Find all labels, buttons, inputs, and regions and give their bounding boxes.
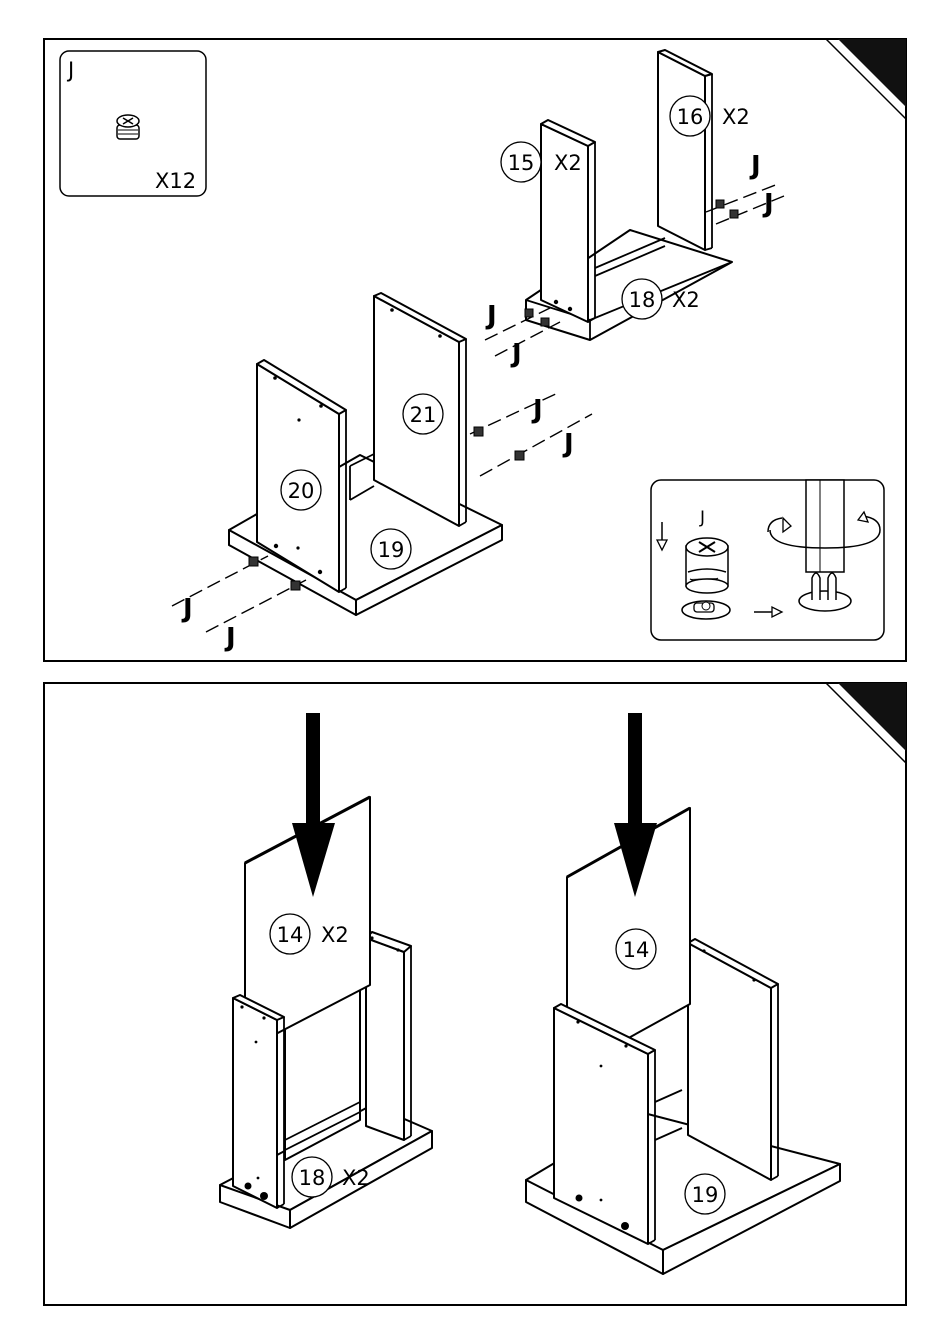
part-label-16: 16: [677, 105, 704, 129]
cam-fastener: [716, 200, 724, 208]
part-label-15: 15: [508, 151, 535, 175]
part-qty-14: X2: [321, 923, 349, 947]
dowel-hole-icon: [682, 601, 730, 619]
parts-box-part-label: J: [66, 58, 74, 82]
fastener-label-j: J: [562, 429, 574, 459]
fastener-label-j: J: [749, 151, 761, 181]
cam-fastener: [541, 318, 549, 326]
part-label-21: 21: [410, 403, 437, 427]
part-label-19: 19: [378, 538, 405, 562]
cam-fastener: [249, 557, 258, 566]
part-label-18: 18: [629, 288, 656, 312]
fastener-label-j: J: [510, 339, 522, 369]
fastener-label-j: J: [181, 594, 193, 624]
cam-lock-detail-box: J: [651, 480, 884, 640]
cam-fastener: [474, 427, 483, 436]
cam-fastener: [291, 581, 300, 590]
part-qty-18: X2: [672, 288, 700, 312]
part-qty-15: X2: [554, 151, 582, 175]
part-label-20: 20: [288, 479, 315, 503]
cam-fastener: [730, 210, 738, 218]
fastener-label-j: J: [485, 301, 497, 331]
fastener-label-j: J: [762, 189, 774, 219]
fastener-label-j: J: [224, 623, 236, 653]
detail-part-label: J: [699, 508, 705, 528]
part-qty-18: X2: [342, 1166, 370, 1190]
fastener-label-j: J: [531, 395, 543, 425]
cam-fastener: [515, 451, 524, 460]
part-label-19: 19: [692, 1183, 719, 1207]
parts-box-quantity: X12: [155, 169, 196, 193]
cam-fastener: [525, 309, 533, 317]
step-2-panel: 14 X2 18 X2: [44, 683, 906, 1305]
parts-box: J X12: [60, 51, 206, 196]
part-label-14: 14: [277, 923, 304, 947]
part-label-14: 14: [623, 938, 650, 962]
cam-lock-icon: [686, 538, 728, 593]
panel-side-front: [233, 998, 277, 1208]
panel-16: [658, 52, 705, 250]
step-1-panel: J X12: [44, 39, 906, 661]
cam-lock-icon: [117, 115, 139, 139]
panel-side: [366, 938, 404, 1140]
part-label-18: 18: [299, 1166, 326, 1190]
part-qty-16: X2: [722, 105, 750, 129]
